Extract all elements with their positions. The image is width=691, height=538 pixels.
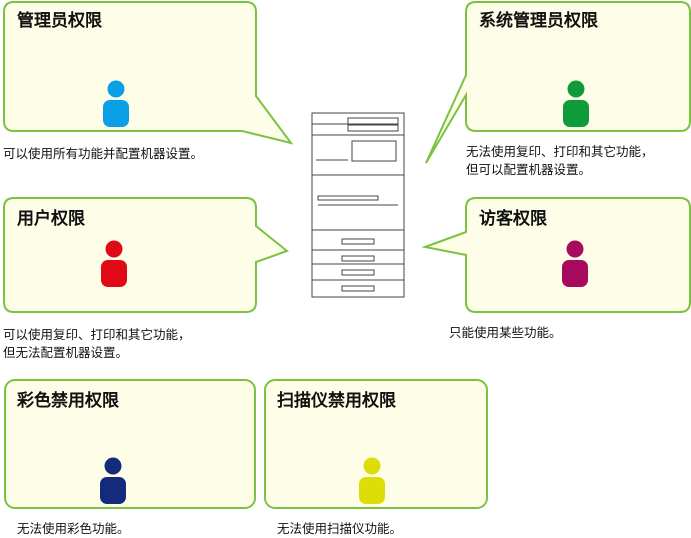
scanner-disabled-description: 无法使用扫描仪功能。 xyxy=(277,521,403,536)
guest-description: 只能使用某些功能。 xyxy=(449,325,562,340)
scanner-disabled-title: 扫描仪禁用权限 xyxy=(277,391,396,411)
sys-admin-person-icon xyxy=(563,80,589,127)
user-person-icon xyxy=(101,240,127,287)
guest-bubble xyxy=(421,197,691,313)
sys-admin-description: 无法使用复印、打印和其它功能， 但可以配置机器设置。 xyxy=(466,144,654,177)
color-disabled-person-icon xyxy=(100,457,126,504)
scanner-disabled-bubble xyxy=(264,379,488,509)
scanner-disabled-person-icon xyxy=(359,457,385,504)
user-title: 用户权限 xyxy=(17,209,85,229)
multifunction-printer-icon xyxy=(311,112,405,298)
admin-description: 可以使用所有功能并配置机器设置。 xyxy=(3,146,204,161)
admin-bubble xyxy=(3,1,294,145)
user-description: 可以使用复印、打印和其它功能， 但无法配置机器设置。 xyxy=(3,327,191,360)
guest-person-icon xyxy=(562,240,588,287)
admin-person-icon xyxy=(103,80,129,127)
color-disabled-bubble xyxy=(4,379,256,509)
guest-title: 访客权限 xyxy=(479,209,547,229)
color-disabled-title: 彩色禁用权限 xyxy=(17,391,119,411)
sys-admin-bubble xyxy=(425,1,691,164)
sys-admin-title: 系统管理员权限 xyxy=(479,11,598,31)
user-bubble xyxy=(3,197,290,313)
color-disabled-description: 无法使用彩色功能。 xyxy=(17,521,130,536)
admin-title: 管理员权限 xyxy=(17,11,102,31)
